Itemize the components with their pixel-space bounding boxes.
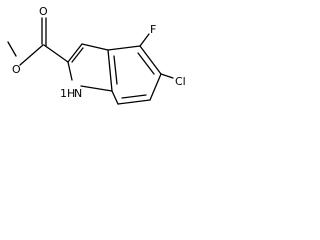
bond-c2-c3-inner [71, 47, 84, 63]
bond-c2-c3 [67, 43, 83, 63]
atom-label-fluorine: F [150, 23, 156, 36]
bond-c4-c5-inner [137, 52, 155, 75]
bond-o-carbonyl-c [19, 44, 44, 66]
bond-c2-n1 [67, 61, 73, 81]
structure-diagram: O O 1H N F Cl [7, 5, 186, 105]
bond-c4-f [139, 33, 150, 47]
bond-c7-c7a [111, 90, 119, 105]
bond-c6-c7-inner [121, 94, 147, 99]
atom-label-chlorine: Cl [175, 75, 186, 88]
atom-label-ester-oxygen: O [12, 63, 21, 76]
bond-c5-cl [160, 73, 174, 79]
bond-c7a-c3a [107, 49, 113, 92]
atom-label-nitrogen-h: 1H [60, 87, 75, 100]
bond-n1-c7a [80, 85, 113, 92]
bond-c4-c5 [139, 45, 162, 75]
bond-c5-c6 [149, 73, 162, 101]
bond-c3a-c4 [107, 45, 141, 51]
bond-methyl-o [7, 41, 17, 57]
atom-label-nitrogen: N [74, 87, 82, 100]
bond-c3-c3a [81, 43, 109, 51]
bond-c6-c7 [117, 99, 151, 105]
atom-label-carbonyl-oxygen: O [39, 5, 48, 18]
bond-carbonyl-c2 [43, 44, 69, 63]
bond-c7a-c3a-inner [113, 55, 118, 85]
